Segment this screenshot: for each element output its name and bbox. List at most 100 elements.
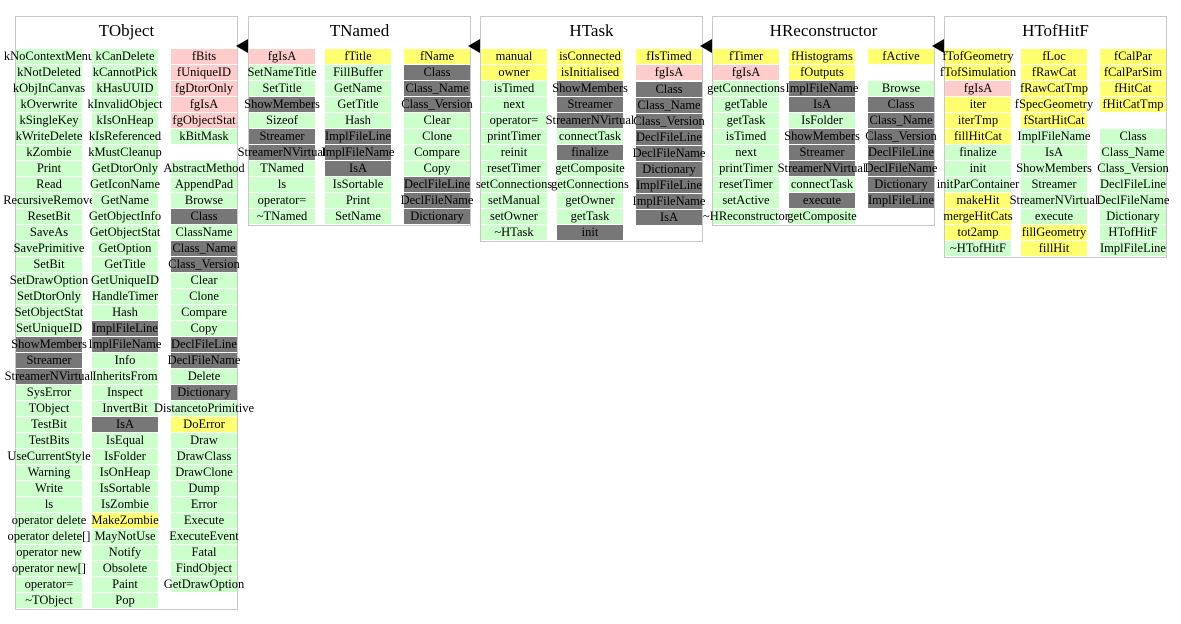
member-cell[interactable]: Compare <box>171 305 237 320</box>
member-cell[interactable]: Dictionary <box>636 162 702 177</box>
member-cell[interactable]: Sizeof <box>249 113 315 128</box>
member-cell[interactable]: IsFolder <box>92 449 158 464</box>
member-cell[interactable]: Class_Version <box>865 129 937 144</box>
member-cell[interactable]: fBits <box>171 49 237 64</box>
member-cell[interactable]: fTofGeometry <box>942 49 1014 64</box>
member-cell[interactable]: fName <box>404 49 470 64</box>
member-cell[interactable]: DeclFileLine <box>404 177 470 192</box>
member-cell[interactable]: manual <box>481 49 547 64</box>
member-cell[interactable]: kZombie <box>16 145 82 160</box>
member-cell[interactable]: DeclFileLine <box>636 130 702 145</box>
member-cell[interactable]: Notify <box>92 545 158 560</box>
member-cell[interactable]: ImplFileLine <box>636 178 702 193</box>
member-cell[interactable]: kCanDelete <box>92 49 158 64</box>
member-cell[interactable]: ~HTofHitF <box>945 241 1011 256</box>
member-cell[interactable]: init <box>945 161 1011 176</box>
member-cell[interactable]: kIsReferenced <box>89 129 161 144</box>
member-cell[interactable]: fillHitCat <box>945 129 1011 144</box>
member-cell[interactable]: kObjInCanvas <box>13 81 85 96</box>
member-cell[interactable]: next <box>713 145 779 160</box>
member-cell[interactable]: getOwner <box>557 193 623 208</box>
member-cell[interactable]: getConnections <box>707 81 785 96</box>
member-cell[interactable]: TestBits <box>16 433 82 448</box>
member-cell[interactable]: operator= <box>481 113 547 128</box>
member-cell[interactable]: RecursiveRemove <box>3 193 95 208</box>
member-cell[interactable]: Execute <box>171 513 237 528</box>
member-cell[interactable]: Hash <box>325 113 391 128</box>
member-cell[interactable]: ~HReconstructor <box>703 209 789 224</box>
member-cell[interactable]: initParContainer <box>937 177 1019 192</box>
member-cell[interactable]: Clone <box>171 289 237 304</box>
member-cell[interactable]: SetBit <box>16 257 82 272</box>
member-cell[interactable]: setConnections <box>476 177 552 192</box>
member-cell[interactable]: finalize <box>945 145 1011 160</box>
member-cell[interactable]: iterTmp <box>945 113 1011 128</box>
member-cell[interactable]: HandleTimer <box>92 289 158 304</box>
member-cell[interactable]: fCalPar <box>1100 49 1166 64</box>
member-cell[interactable]: IsSortable <box>92 481 158 496</box>
member-cell[interactable]: fgIsA <box>249 49 315 64</box>
member-cell[interactable]: operator delete[] <box>8 529 90 544</box>
member-cell[interactable]: ImplFileLine <box>92 321 158 336</box>
member-cell[interactable]: Streamer <box>557 97 623 112</box>
member-cell[interactable]: GetName <box>92 193 158 208</box>
member-cell[interactable]: operator new[] <box>12 561 86 576</box>
member-cell[interactable]: kBitMask <box>171 129 237 144</box>
member-cell[interactable]: ImplFileName <box>1018 129 1090 144</box>
member-cell[interactable]: GetOption <box>92 241 158 256</box>
member-cell[interactable]: Warning <box>16 465 82 480</box>
member-cell[interactable]: Class_Name <box>171 241 237 256</box>
member-cell[interactable]: Read <box>16 177 82 192</box>
member-cell[interactable]: fSpecGeometry <box>1015 97 1093 112</box>
member-cell[interactable]: getConnections <box>551 177 629 192</box>
member-cell[interactable]: StreamerNVirtual <box>1010 193 1098 208</box>
member-cell[interactable]: finalize <box>557 145 623 160</box>
member-cell[interactable]: Hash <box>92 305 158 320</box>
member-cell[interactable]: fgIsA <box>171 97 237 112</box>
member-cell[interactable]: Class_Name <box>404 81 470 96</box>
member-cell[interactable]: ImplFileLine <box>1100 241 1166 256</box>
member-cell[interactable]: fStartHitCat <box>1021 113 1087 128</box>
member-cell[interactable]: getComposite <box>787 209 857 224</box>
member-cell[interactable]: ResetBit <box>16 209 82 224</box>
member-cell[interactable]: GetTitle <box>92 257 158 272</box>
member-cell[interactable]: Streamer <box>1021 177 1087 192</box>
member-cell[interactable]: ClassName <box>171 225 237 240</box>
member-cell[interactable]: IsEqual <box>92 433 158 448</box>
member-cell[interactable]: InvertBit <box>92 401 158 416</box>
member-cell[interactable]: Error <box>171 497 237 512</box>
member-cell[interactable]: Class_Name <box>636 98 702 113</box>
member-cell[interactable]: fUniqueID <box>171 65 237 80</box>
member-cell[interactable]: mergeHitCats <box>943 209 1013 224</box>
member-cell[interactable]: ShowMembers <box>784 129 860 144</box>
member-cell[interactable]: Class <box>868 97 934 112</box>
member-cell[interactable]: Dictionary <box>1100 209 1166 224</box>
member-cell[interactable]: Print <box>325 193 391 208</box>
member-cell[interactable]: reinit <box>481 145 547 160</box>
member-cell[interactable]: DeclFileName <box>401 193 473 208</box>
member-cell[interactable]: kNotDeleted <box>16 65 82 80</box>
member-cell[interactable]: fTofSimulation <box>940 65 1016 80</box>
member-cell[interactable]: ImplFileName <box>633 194 705 209</box>
member-cell[interactable]: ShowMembers <box>552 81 628 96</box>
member-cell[interactable]: ls <box>249 177 315 192</box>
member-cell[interactable]: ExecuteEvent <box>169 529 239 544</box>
member-cell[interactable]: IsZombie <box>92 497 158 512</box>
member-cell[interactable]: IsA <box>92 417 158 432</box>
member-cell[interactable]: iter <box>945 97 1011 112</box>
member-cell[interactable]: GetObjectStat <box>90 225 160 240</box>
member-cell[interactable]: Dictionary <box>171 385 237 400</box>
member-cell[interactable]: SetNameTitle <box>248 65 317 80</box>
member-cell[interactable]: Obsolete <box>92 561 158 576</box>
member-cell[interactable]: Paint <box>92 577 158 592</box>
member-cell[interactable]: fillHit <box>1021 241 1087 256</box>
member-cell[interactable]: Class <box>1100 129 1166 144</box>
member-cell[interactable]: Streamer <box>789 145 855 160</box>
member-cell[interactable]: kInvalidObject <box>88 97 163 112</box>
member-cell[interactable]: ~HTask <box>481 225 547 240</box>
member-cell[interactable]: fgDtorOnly <box>171 81 237 96</box>
member-cell[interactable]: owner <box>481 65 547 80</box>
member-cell[interactable]: connectTask <box>789 177 855 192</box>
member-cell[interactable]: ShowMembers <box>1016 161 1092 176</box>
member-cell[interactable]: ls <box>16 497 82 512</box>
